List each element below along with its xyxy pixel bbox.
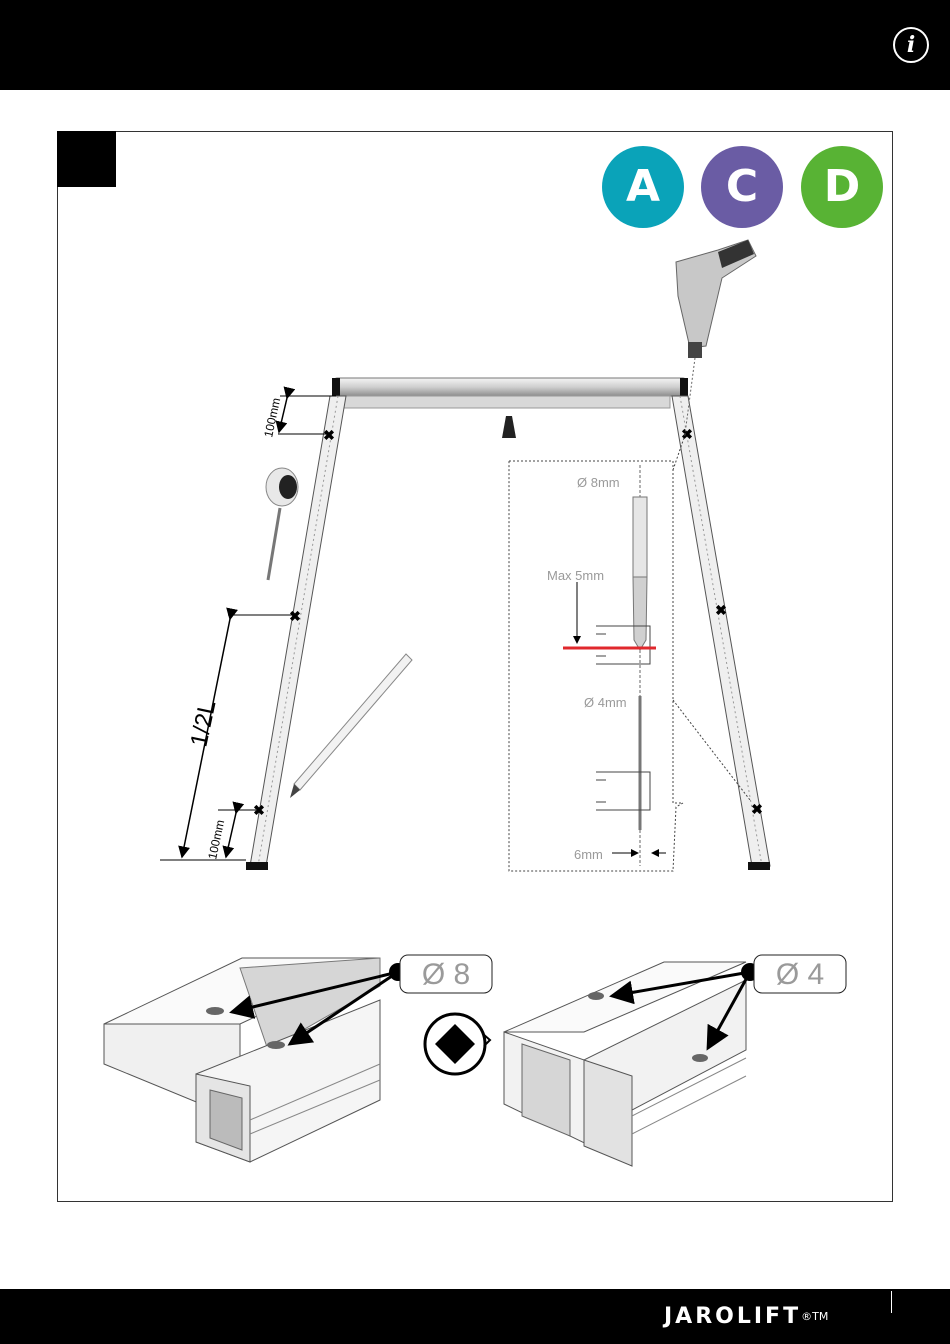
rotate-icon <box>425 1014 490 1074</box>
drill-mark: ✖ <box>715 602 727 618</box>
pencil-icon <box>290 654 412 798</box>
brand-logo: JAROLIFT®TM <box>664 1306 828 1328</box>
drill-8-label: Ø 8mm <box>577 475 620 490</box>
brand-mark: ®TM <box>801 1310 828 1323</box>
drill-mark: ✖ <box>289 608 301 624</box>
drill-mark: ✖ <box>323 427 335 443</box>
drill-mark: ✖ <box>751 801 763 817</box>
head-rail <box>332 378 688 438</box>
page-divider <box>891 1291 892 1313</box>
callout-8-label: Ø 8 <box>422 958 470 991</box>
top-offset-label: 100mm <box>261 397 283 439</box>
callout-4-label: Ø 4 <box>776 958 824 991</box>
measuring-tape-icon <box>266 468 298 580</box>
dimension-lines <box>160 396 336 860</box>
profile-8mm-illustration <box>104 958 380 1162</box>
edge-offset-label: 6mm <box>574 847 603 862</box>
drilling-detail-panel <box>509 432 750 871</box>
drill-mark: ✖ <box>681 426 693 442</box>
right-guide-rail <box>672 396 770 870</box>
half-length-label: 1/2L <box>185 698 221 749</box>
bottom-offset-label: 100mm <box>205 819 227 861</box>
drill-4-label: Ø 4mm <box>584 695 627 710</box>
brand-name: JAROLIFT <box>664 1304 801 1329</box>
max-depth-label: Max 5mm <box>547 568 604 583</box>
left-guide-rail <box>246 396 346 870</box>
